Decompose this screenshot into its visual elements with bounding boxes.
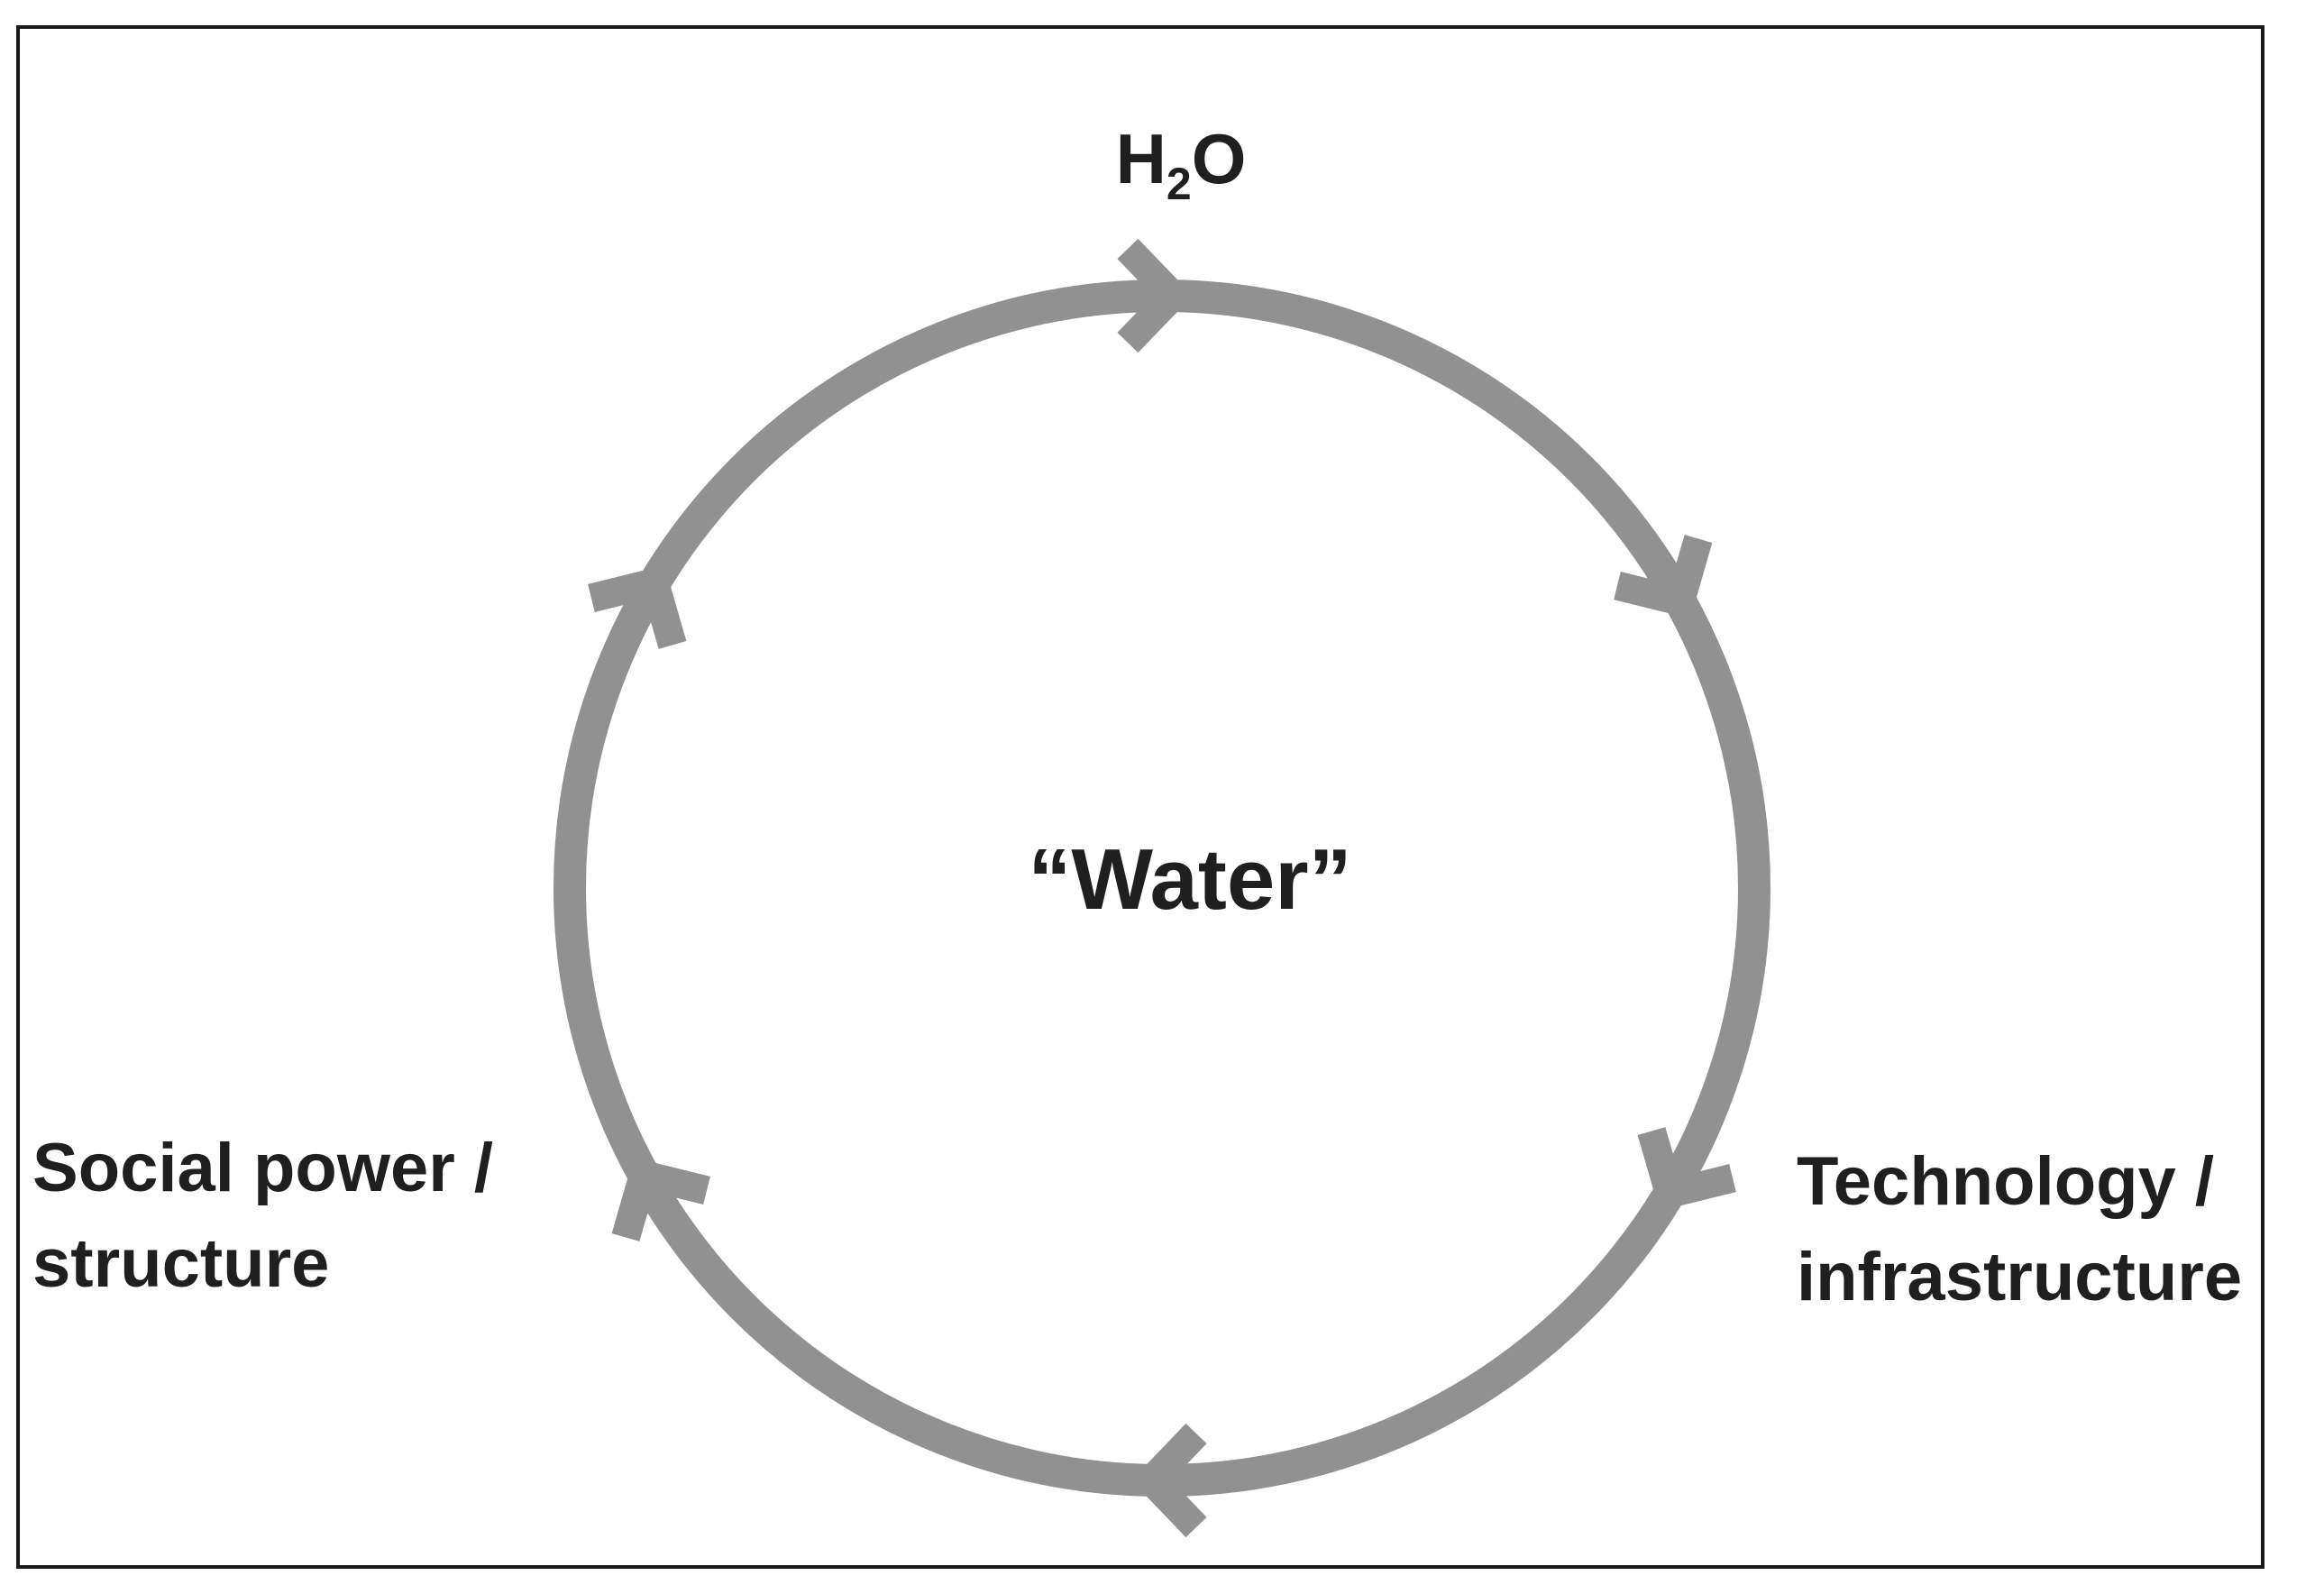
cycle-arrowhead-icon bbox=[1614, 535, 1713, 619]
cycle-arrowhead-icon bbox=[1117, 238, 1194, 353]
technology-label: Technology / infrastructure bbox=[1797, 1134, 2242, 1326]
h2o-label: H2O bbox=[1046, 110, 1316, 209]
cycle-arrowhead-icon bbox=[611, 1157, 710, 1241]
h2o-label-tail: O bbox=[1191, 119, 1247, 198]
social-power-label-line2: structure bbox=[32, 1225, 330, 1303]
cycle-arrowheads bbox=[588, 238, 1736, 1538]
cycle-arrowhead-icon bbox=[588, 564, 687, 649]
center-water-label: “Water” bbox=[1028, 831, 1352, 928]
social-power-label: Social power / structure bbox=[32, 1121, 493, 1313]
technology-label-line1: Technology / bbox=[1797, 1143, 2215, 1220]
h2o-label-subscript: 2 bbox=[1166, 159, 1192, 209]
h2o-label-main: H bbox=[1115, 119, 1167, 198]
cycle-arrowhead-icon bbox=[1130, 1423, 1207, 1538]
technology-label-line2: infrastructure bbox=[1797, 1239, 2243, 1316]
cycle-arrowhead-icon bbox=[1637, 1127, 1736, 1212]
social-power-label-line1: Social power / bbox=[32, 1130, 494, 1206]
